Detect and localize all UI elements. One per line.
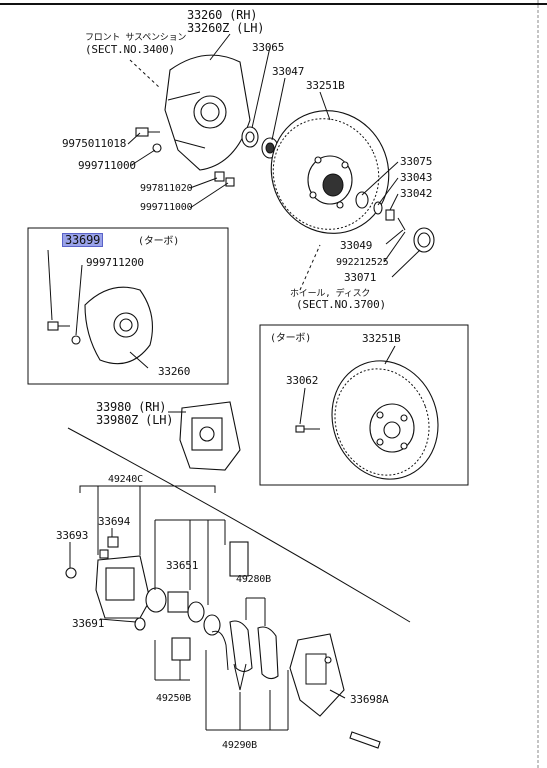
label-997811020[interactable]: 997811020 <box>140 183 193 194</box>
label-33071[interactable]: 33071 <box>344 271 377 284</box>
bolt-33699[interactable] <box>47 321 70 331</box>
label-33980z[interactable]: 33980Z (LH) <box>96 413 174 427</box>
label-999711000-b[interactable]: 999711000 <box>140 202 193 213</box>
pad-kit-49280b[interactable] <box>229 541 279 680</box>
pin-33694[interactable] <box>99 536 119 559</box>
label-33651[interactable]: 33651 <box>166 559 199 572</box>
boot-33691[interactable] <box>134 617 146 631</box>
label-turbo-2: (ターボ) <box>270 333 312 344</box>
piston-33651[interactable] <box>145 587 221 636</box>
washer-33043[interactable] <box>373 201 383 215</box>
label-sect-3700[interactable]: (SECT.NO.3700) <box>296 298 386 311</box>
turbo-box-1 <box>27 227 229 385</box>
turbo-box-2 <box>259 324 469 486</box>
label-33251b[interactable]: 33251B <box>306 79 345 92</box>
label-wheel-disc-jp: ホイール, ディスク <box>290 289 371 299</box>
leader-lines-turbo2 <box>299 345 396 425</box>
label-33260-turbo[interactable]: 33260 <box>158 365 191 378</box>
reference-line <box>67 427 411 623</box>
label-9975011018[interactable]: 9975011018 <box>62 137 127 150</box>
washer-999711200[interactable] <box>71 335 81 345</box>
label-999711200[interactable]: 999711200 <box>86 256 144 269</box>
bolt-9975011018[interactable] <box>135 127 160 137</box>
label-33693[interactable]: 33693 <box>56 529 89 542</box>
oil-seal-33065[interactable] <box>241 126 259 148</box>
label-33260[interactable]: 33260 (RH) <box>187 8 258 22</box>
label-49240c[interactable]: 49240C <box>108 474 143 485</box>
label-33043[interactable]: 33043 <box>400 171 433 184</box>
label-turbo-1: (ターボ) <box>138 236 180 247</box>
nut-33042[interactable] <box>385 209 395 221</box>
label-33698a[interactable]: 33698A <box>350 693 389 706</box>
label-992212525[interactable]: 992212525 <box>336 257 389 268</box>
bolt-997811020[interactable] <box>214 171 235 187</box>
brake-disc-33251b[interactable] <box>251 91 409 252</box>
washer-33075[interactable] <box>355 191 369 209</box>
bracket-lines <box>69 485 346 731</box>
label-33049[interactable]: 33049 <box>340 239 373 252</box>
brake-disc-turbo[interactable] <box>316 346 455 494</box>
screw-33062[interactable] <box>295 425 320 433</box>
leader-lines-turbo1 <box>47 249 149 369</box>
label-33260z[interactable]: 33260Z (LH) <box>187 21 265 35</box>
dust-shield-top[interactable] <box>164 54 251 171</box>
label-33042[interactable]: 33042 <box>400 187 433 200</box>
label-33065[interactable]: 33065 <box>252 41 285 54</box>
cap-33071[interactable] <box>413 227 435 253</box>
label-999711000-a[interactable]: 999711000 <box>78 159 136 172</box>
label-33699-highlighted[interactable]: 33699 <box>62 233 104 247</box>
cotter-pin-33049[interactable] <box>397 217 406 231</box>
pad-clip-49250b[interactable] <box>171 637 191 661</box>
cap-33693[interactable] <box>65 567 77 579</box>
label-front-suspension-jp: フロント サスペンション <box>85 33 187 43</box>
label-33075[interactable]: 33075 <box>400 155 433 168</box>
label-33062[interactable]: 33062 <box>286 374 319 387</box>
label-33694[interactable]: 33694 <box>98 515 131 528</box>
label-33980[interactable]: 33980 (RH) <box>96 400 167 414</box>
label-33047[interactable]: 33047 <box>272 65 305 78</box>
support-33698a[interactable] <box>289 633 381 749</box>
label-49250b[interactable]: 49250B <box>156 693 191 704</box>
label-sect-3400[interactable]: (SECT.NO.3400) <box>85 43 175 56</box>
label-33251b-turbo[interactable]: 33251B <box>362 332 401 345</box>
label-33691[interactable]: 33691 <box>72 617 105 630</box>
dust-shield-turbo[interactable] <box>84 286 153 365</box>
caliper-33980[interactable] <box>179 401 241 471</box>
label-49280b[interactable]: 49280B <box>236 574 271 585</box>
shim-49290b[interactable] <box>211 630 247 691</box>
caliper-body-49240c[interactable] <box>95 555 151 619</box>
label-49290b[interactable]: 49290B <box>222 740 257 751</box>
leader-lines-top <box>127 33 421 291</box>
